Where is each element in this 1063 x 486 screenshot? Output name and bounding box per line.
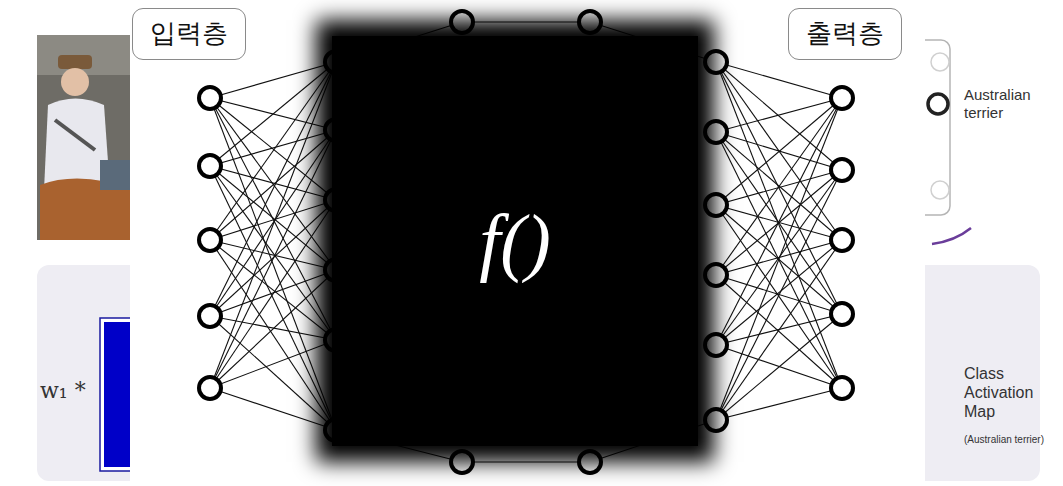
map-subtitle: (Australian terrier) bbox=[964, 434, 1060, 446]
layer-label-box: 입력층 bbox=[132, 8, 246, 60]
network-connection bbox=[210, 166, 336, 430]
network-connection bbox=[716, 132, 842, 314]
network-connection bbox=[210, 98, 336, 270]
neuron bbox=[451, 451, 473, 473]
network-connection bbox=[716, 240, 842, 420]
neuron bbox=[199, 229, 221, 251]
neuron bbox=[451, 11, 473, 33]
network-connection bbox=[210, 98, 336, 340]
network-connection bbox=[210, 62, 336, 240]
network-connection bbox=[210, 98, 336, 430]
neuron bbox=[705, 334, 727, 356]
network-connection bbox=[716, 62, 842, 240]
network-connection bbox=[716, 170, 842, 420]
network-connection bbox=[210, 130, 336, 166]
network-connection bbox=[716, 205, 842, 388]
network-connection bbox=[210, 388, 336, 430]
photo-face bbox=[61, 68, 89, 96]
network-connection bbox=[210, 166, 336, 200]
network-connection bbox=[716, 388, 842, 420]
network-connection bbox=[210, 316, 336, 340]
network-connection bbox=[716, 62, 842, 314]
network-connection bbox=[716, 62, 842, 98]
network-connection bbox=[210, 270, 336, 316]
network-connection bbox=[716, 98, 842, 132]
neural-network bbox=[199, 11, 853, 473]
neuron bbox=[831, 377, 853, 399]
neuron bbox=[705, 51, 727, 73]
network-connection bbox=[210, 200, 336, 240]
network-connection bbox=[210, 240, 336, 430]
network-connection bbox=[210, 270, 336, 388]
class-circle bbox=[931, 181, 949, 199]
neuron bbox=[199, 155, 221, 177]
neuron bbox=[705, 121, 727, 143]
layer-label: 출력층 bbox=[806, 18, 884, 49]
network-connection bbox=[462, 21, 590, 22]
neuron bbox=[579, 11, 601, 33]
network-connection bbox=[716, 62, 842, 388]
map-title: Class Activation Map bbox=[964, 364, 1050, 422]
photo-window bbox=[37, 35, 142, 75]
network-connection bbox=[210, 130, 336, 388]
weight-symbol: w₁ * bbox=[40, 378, 100, 404]
network-connection bbox=[210, 240, 336, 340]
network-connection bbox=[716, 170, 842, 205]
network-connection bbox=[210, 62, 336, 98]
network-connection bbox=[210, 62, 336, 388]
neuron bbox=[831, 303, 853, 325]
network-connection bbox=[210, 166, 336, 340]
class-circle bbox=[931, 53, 949, 71]
purple-curve bbox=[932, 228, 971, 244]
neuron bbox=[705, 409, 727, 431]
photo-hat bbox=[58, 55, 92, 69]
network-connection bbox=[210, 340, 336, 388]
network-connection bbox=[716, 98, 842, 345]
photo-belt bbox=[55, 120, 95, 150]
layer-label: 입력층 bbox=[150, 18, 228, 49]
neuron bbox=[199, 87, 221, 109]
neuron bbox=[831, 159, 853, 181]
network-connection bbox=[716, 98, 842, 420]
neuron bbox=[199, 305, 221, 327]
class-circle bbox=[928, 94, 948, 114]
neuron bbox=[199, 377, 221, 399]
neuron bbox=[705, 194, 727, 216]
network-connection bbox=[716, 314, 842, 420]
layer-label-box: 출력층 bbox=[788, 8, 902, 60]
network-connection bbox=[716, 62, 842, 170]
class-name: Australian terrier bbox=[964, 86, 1050, 122]
network-connection bbox=[716, 98, 842, 205]
neuron bbox=[579, 451, 601, 473]
neuron bbox=[831, 229, 853, 251]
neuron bbox=[831, 87, 853, 109]
function-label: f() bbox=[479, 198, 551, 285]
network-connection bbox=[210, 62, 336, 316]
network-ground bbox=[130, 0, 925, 486]
network-connection bbox=[210, 200, 336, 388]
network-connection bbox=[210, 316, 336, 430]
black-box-function: f() bbox=[332, 36, 698, 446]
photo bbox=[37, 35, 142, 240]
neuron bbox=[705, 264, 727, 286]
network-connection bbox=[462, 461, 590, 462]
photo-ground bbox=[37, 35, 142, 240]
network-connection bbox=[716, 98, 842, 275]
